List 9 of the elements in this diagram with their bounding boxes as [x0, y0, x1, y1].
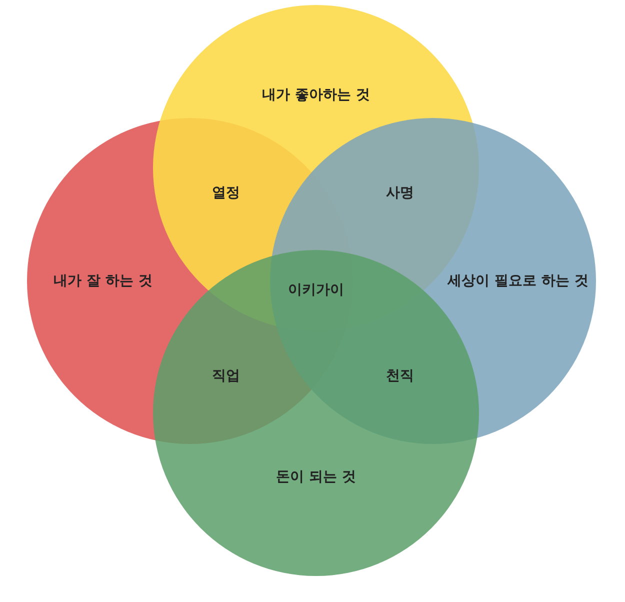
- circle-label: 돈이 되는 것: [276, 468, 356, 486]
- overlap-label: 천직: [386, 367, 414, 385]
- overlap-label: 직업: [212, 367, 240, 385]
- circle-label: 내가 잘 하는 것: [54, 272, 152, 290]
- circle-label: 내가 좋아하는 것: [262, 86, 370, 104]
- overlap-label: 사명: [386, 184, 414, 202]
- overlap-label: 열정: [212, 184, 240, 202]
- overlap-label: 이키가이: [288, 281, 344, 299]
- circle-label: 세상이 필요로 하는 것: [448, 272, 588, 290]
